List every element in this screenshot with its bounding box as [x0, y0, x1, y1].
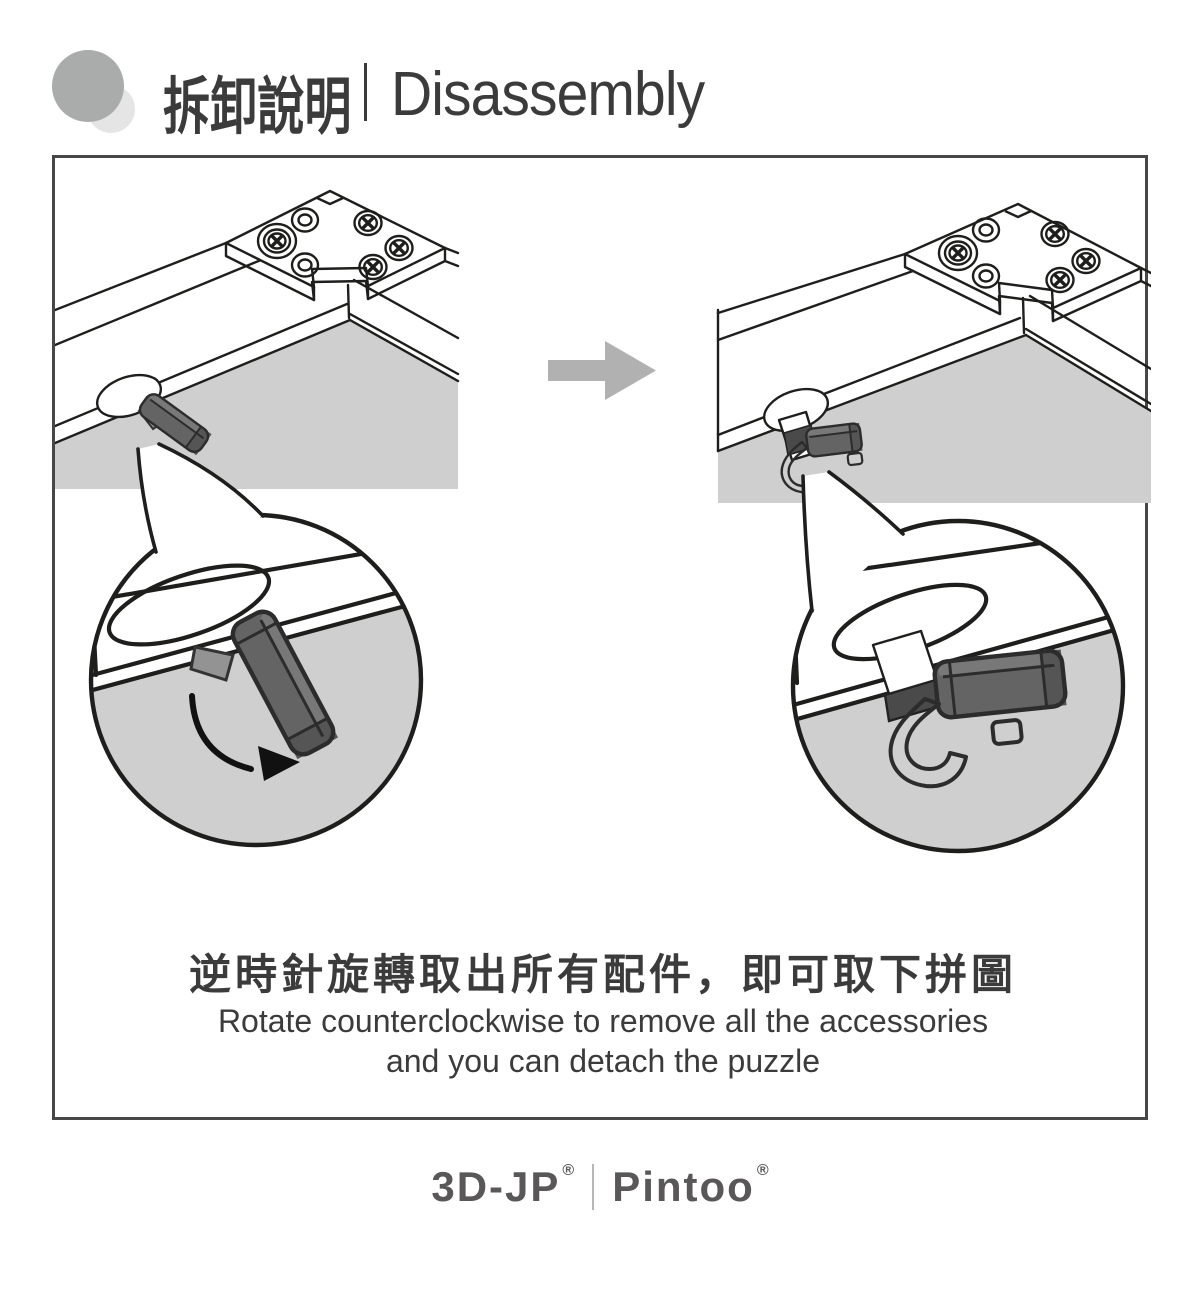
instruction-text-en-line2: and you can detach the puzzle	[385, 1043, 821, 1079]
plate-back-corner	[1004, 209, 1032, 219]
screw-hole-icon	[971, 263, 1001, 289]
arrow-right-icon	[548, 341, 656, 400]
corner-plate-top	[224, 189, 447, 289]
phillips-screw-icon	[353, 209, 383, 237]
frame-corner-edge	[346, 283, 351, 320]
frame-bottom-edge	[1024, 327, 1151, 406]
registered-mark: ®	[562, 1162, 575, 1179]
locking-clip-engaged	[138, 393, 212, 456]
magnifier-border	[790, 518, 1126, 854]
locking-clip-magnified	[230, 609, 339, 760]
plate-thickness	[904, 265, 1142, 323]
frame-corner-edge	[1021, 296, 1026, 335]
rotation-arrow-icon	[189, 693, 300, 781]
clip-hook-magnified	[888, 697, 968, 789]
frame-top-edge	[716, 269, 915, 342]
callout-pointer-outline	[801, 470, 905, 613]
footer-divider	[592, 1164, 595, 1210]
title-divider	[364, 63, 367, 121]
frame-top-edge	[716, 252, 907, 315]
panel-after-illustration	[716, 202, 1151, 503]
phillips-screw-icon	[384, 234, 414, 262]
locking-clip-released	[805, 422, 863, 458]
instruction-text-en-line1: Rotate counterclockwise to remove all th…	[217, 1003, 989, 1039]
plate-thickness-ticks	[903, 252, 1143, 323]
plate-thickness-ticks	[224, 241, 447, 302]
puzzle-back-surface	[718, 335, 1151, 503]
brand-pintoo-logo: Pintoo	[612, 1163, 755, 1210]
locking-clip-released-magnified	[932, 648, 1068, 720]
page-title-zh: 拆卸說明	[163, 73, 352, 142]
screw-hole-icon	[290, 207, 320, 233]
disassembly-diagram	[55, 189, 1151, 854]
phillips-screw-icon	[1071, 247, 1101, 275]
frame-top-edge	[443, 246, 460, 268]
header-dot-large	[52, 50, 124, 122]
callout-pointer-outline	[136, 442, 265, 554]
screw-hole-icon	[290, 252, 320, 278]
header-dots-icon	[52, 50, 135, 133]
clip-nub-magnified	[990, 718, 1024, 746]
page-title-en: Disassembly	[391, 60, 705, 129]
frame-inner-edge	[716, 333, 1028, 453]
frame-inner-edge	[1024, 333, 1151, 413]
clip-base-magnified	[189, 645, 235, 682]
registered-mark: ®	[756, 1162, 769, 1179]
frame-top-edge	[1139, 266, 1151, 288]
phillips-screw-large-icon	[937, 234, 979, 272]
callout-pointer	[803, 472, 903, 611]
instruction-box: 逆時針旋轉取出所有配件，即可取下拼圖 Rotate counterclockwi…	[52, 155, 1151, 1120]
callout-pointer	[138, 444, 263, 552]
corner-plate	[224, 189, 460, 302]
panel-before-illustration	[55, 189, 460, 489]
plate-thickness	[225, 254, 446, 302]
frame-top-edge	[1028, 294, 1151, 371]
instruction-text-zh: 逆時針旋轉取出所有配件，即可取下拼圖	[188, 951, 1017, 998]
frame-top-edge	[55, 258, 263, 347]
magnifier-after	[790, 470, 1126, 854]
puzzle-back-magnified	[91, 598, 421, 845]
screw-hole-icon	[971, 217, 1001, 243]
phillips-screw-icon	[358, 253, 388, 281]
corner-plate-top	[903, 202, 1143, 310]
brand-3djp-logo: 3D-JP	[431, 1163, 561, 1210]
frame-bottom-edge	[348, 312, 460, 376]
corner-plate	[903, 202, 1151, 323]
slot-tab-magnified	[106, 563, 272, 647]
plate-back-corner	[316, 196, 344, 206]
frame-top-edge	[55, 241, 228, 312]
frame-inner-edge	[55, 318, 352, 445]
footer-logos: 3D-JP ® Pintoo ®	[0, 1162, 1200, 1211]
frame-top-edge	[352, 278, 460, 340]
magnifier-before	[88, 442, 424, 848]
clip-nub	[846, 451, 864, 467]
phillips-screw-icon	[1040, 220, 1070, 248]
phillips-screw-icon	[1045, 266, 1075, 294]
frame-inner-edge	[348, 318, 460, 383]
phillips-screw-large-icon	[256, 222, 298, 260]
